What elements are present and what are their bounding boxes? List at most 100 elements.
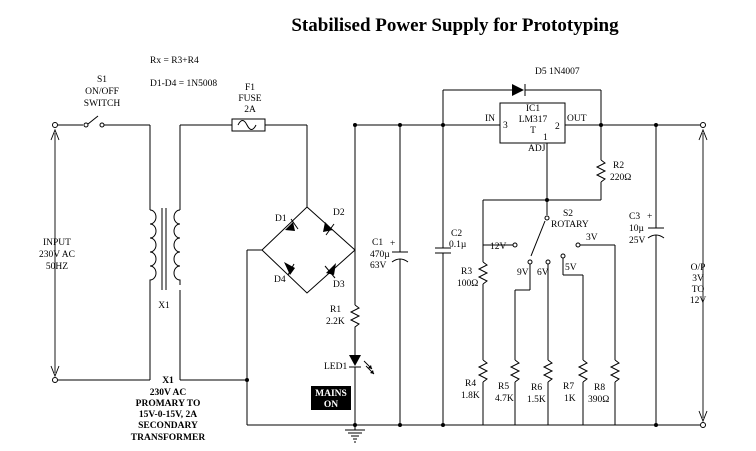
svg-text:LM317: LM317: [519, 115, 548, 125]
r4-label: R4 1.8K: [461, 379, 480, 401]
capacitor-c2: [435, 90, 451, 425]
svg-text:100Ω: 100Ω: [457, 279, 478, 289]
resistor-r5: [509, 359, 521, 425]
c1-label: C1 + 470µ 63V: [370, 238, 395, 271]
c2-label: C2 0.1µ: [449, 229, 467, 250]
svg-text:230V AC: 230V AC: [150, 388, 187, 398]
svg-text:390Ω: 390Ω: [588, 395, 609, 405]
svg-text:R8: R8: [594, 383, 605, 393]
d1-label: D1: [275, 214, 287, 224]
resistor-r8: [609, 359, 621, 425]
svg-text:INPUT: INPUT: [43, 238, 71, 248]
svg-text:T: T: [530, 126, 536, 136]
svg-text:0.1µ: 0.1µ: [449, 240, 467, 250]
r2-label: R2 220Ω: [610, 161, 631, 183]
svg-text:25V: 25V: [629, 236, 646, 246]
r5-label: R5 4.7K: [495, 382, 514, 404]
svg-text:63V: 63V: [370, 261, 387, 271]
svg-text:S1: S1: [97, 75, 107, 85]
ground-symbol: [345, 425, 365, 443]
svg-text:PROMARY TO: PROMARY TO: [136, 399, 201, 409]
output-terminal-top: [700, 122, 706, 128]
resistor-r2: [595, 125, 607, 200]
svg-text:SWITCH: SWITCH: [84, 99, 121, 109]
fuse-f1: [231, 118, 266, 132]
svg-text:ROTARY: ROTARY: [551, 220, 589, 230]
input-arrow: [50, 128, 60, 378]
switch-s1-label: S1 ON/OFF SWITCH: [84, 75, 121, 109]
svg-text:F1: F1: [245, 83, 255, 93]
svg-text:2.2K: 2.2K: [326, 317, 345, 327]
svg-text:TO: TO: [692, 285, 705, 295]
svg-text:TRANSFORMER: TRANSFORMER: [131, 433, 206, 443]
svg-text:O/P: O/P: [691, 263, 706, 273]
svg-text:MAINS: MAINS: [315, 389, 347, 399]
svg-text:SECONDARY: SECONDARY: [138, 421, 198, 431]
capacitor-c1: [391, 125, 409, 425]
svg-text:C3: C3: [629, 212, 640, 222]
d5-label: D5 1N4007: [535, 67, 580, 77]
svg-text:1.5K: 1.5K: [527, 395, 546, 405]
c3-label: C3 + 10µ 25V: [629, 212, 652, 246]
svg-text:1: 1: [543, 133, 548, 143]
transformer-description: X1 230V AC PROMARY TO 15V-0-15V, 2A SECO…: [131, 376, 206, 443]
svg-text:ON: ON: [324, 400, 338, 410]
svg-text:12V: 12V: [690, 296, 707, 306]
bridge-rectifier: [261, 206, 356, 294]
resistor-r1: [349, 304, 361, 355]
svg-text:9V: 9V: [517, 268, 529, 278]
svg-text:15V-0-15V, 2A: 15V-0-15V, 2A: [139, 410, 197, 420]
s2-label: S2 ROTARY 12V 3V 9V 6V 5V: [490, 209, 598, 278]
r6-label: R6 1.5K: [527, 383, 546, 405]
svg-text:R7: R7: [563, 382, 574, 392]
transformer-x1: [149, 125, 181, 380]
r3-label: R3 100Ω: [457, 267, 478, 289]
rotary-wiring: [482, 199, 616, 360]
output-arrow: [698, 128, 708, 423]
svg-text:R1: R1: [330, 305, 341, 315]
svg-text:220Ω: 220Ω: [610, 173, 631, 183]
resistor-r6: [542, 359, 554, 425]
regulator-ic1: [499, 102, 700, 160]
output-label: O/P 3V TO 12V: [690, 263, 707, 306]
diode-note: D1-D4 = 1N5008: [150, 79, 217, 89]
resistor-r3: [477, 261, 489, 360]
svg-text:R3: R3: [461, 267, 472, 277]
led1-label: LED1: [324, 362, 347, 372]
svg-text:IC1: IC1: [526, 104, 541, 114]
rotary-switch-s2: [512, 200, 581, 265]
svg-text:6V: 6V: [537, 268, 549, 278]
svg-text:R5: R5: [498, 382, 509, 392]
output-terminal-bottom: [700, 422, 706, 428]
resistor-r7: [577, 359, 589, 425]
svg-text:ADJ: ADJ: [528, 144, 546, 154]
svg-text:C1: C1: [372, 238, 383, 248]
svg-text:R4: R4: [465, 379, 476, 389]
svg-text:2A: 2A: [244, 105, 256, 115]
svg-text:FUSE: FUSE: [238, 94, 261, 104]
fuse-label: F1 FUSE 2A: [238, 83, 261, 115]
diagram-title: Stabilised Power Supply for Prototyping: [291, 15, 619, 36]
svg-text:1.8K: 1.8K: [461, 391, 480, 401]
svg-text:S2: S2: [563, 209, 573, 219]
svg-text:OUT: OUT: [567, 114, 587, 124]
switch-s1: [58, 115, 151, 210]
svg-text:1K: 1K: [564, 394, 576, 404]
svg-text:3V: 3V: [586, 233, 598, 243]
input-terminal-top: [52, 122, 58, 128]
diode-d5: [443, 84, 602, 125]
capacitor-c3: [647, 125, 665, 425]
svg-text:X1: X1: [162, 376, 174, 386]
svg-text:4.7K: 4.7K: [495, 394, 514, 404]
svg-text:470µ: 470µ: [370, 250, 390, 260]
svg-text:3: 3: [503, 121, 508, 131]
svg-text:+: +: [390, 239, 395, 249]
input-label: INPUT 230V AC 50HZ: [39, 238, 75, 272]
svg-text:5V: 5V: [565, 263, 577, 273]
svg-text:R2: R2: [613, 161, 624, 171]
svg-text:2: 2: [555, 122, 560, 132]
svg-text:+: +: [647, 212, 652, 222]
r1-label: R1 2.2K: [326, 305, 345, 327]
led1: [349, 355, 375, 425]
mains-on-badge: MAINS ON: [311, 386, 351, 410]
